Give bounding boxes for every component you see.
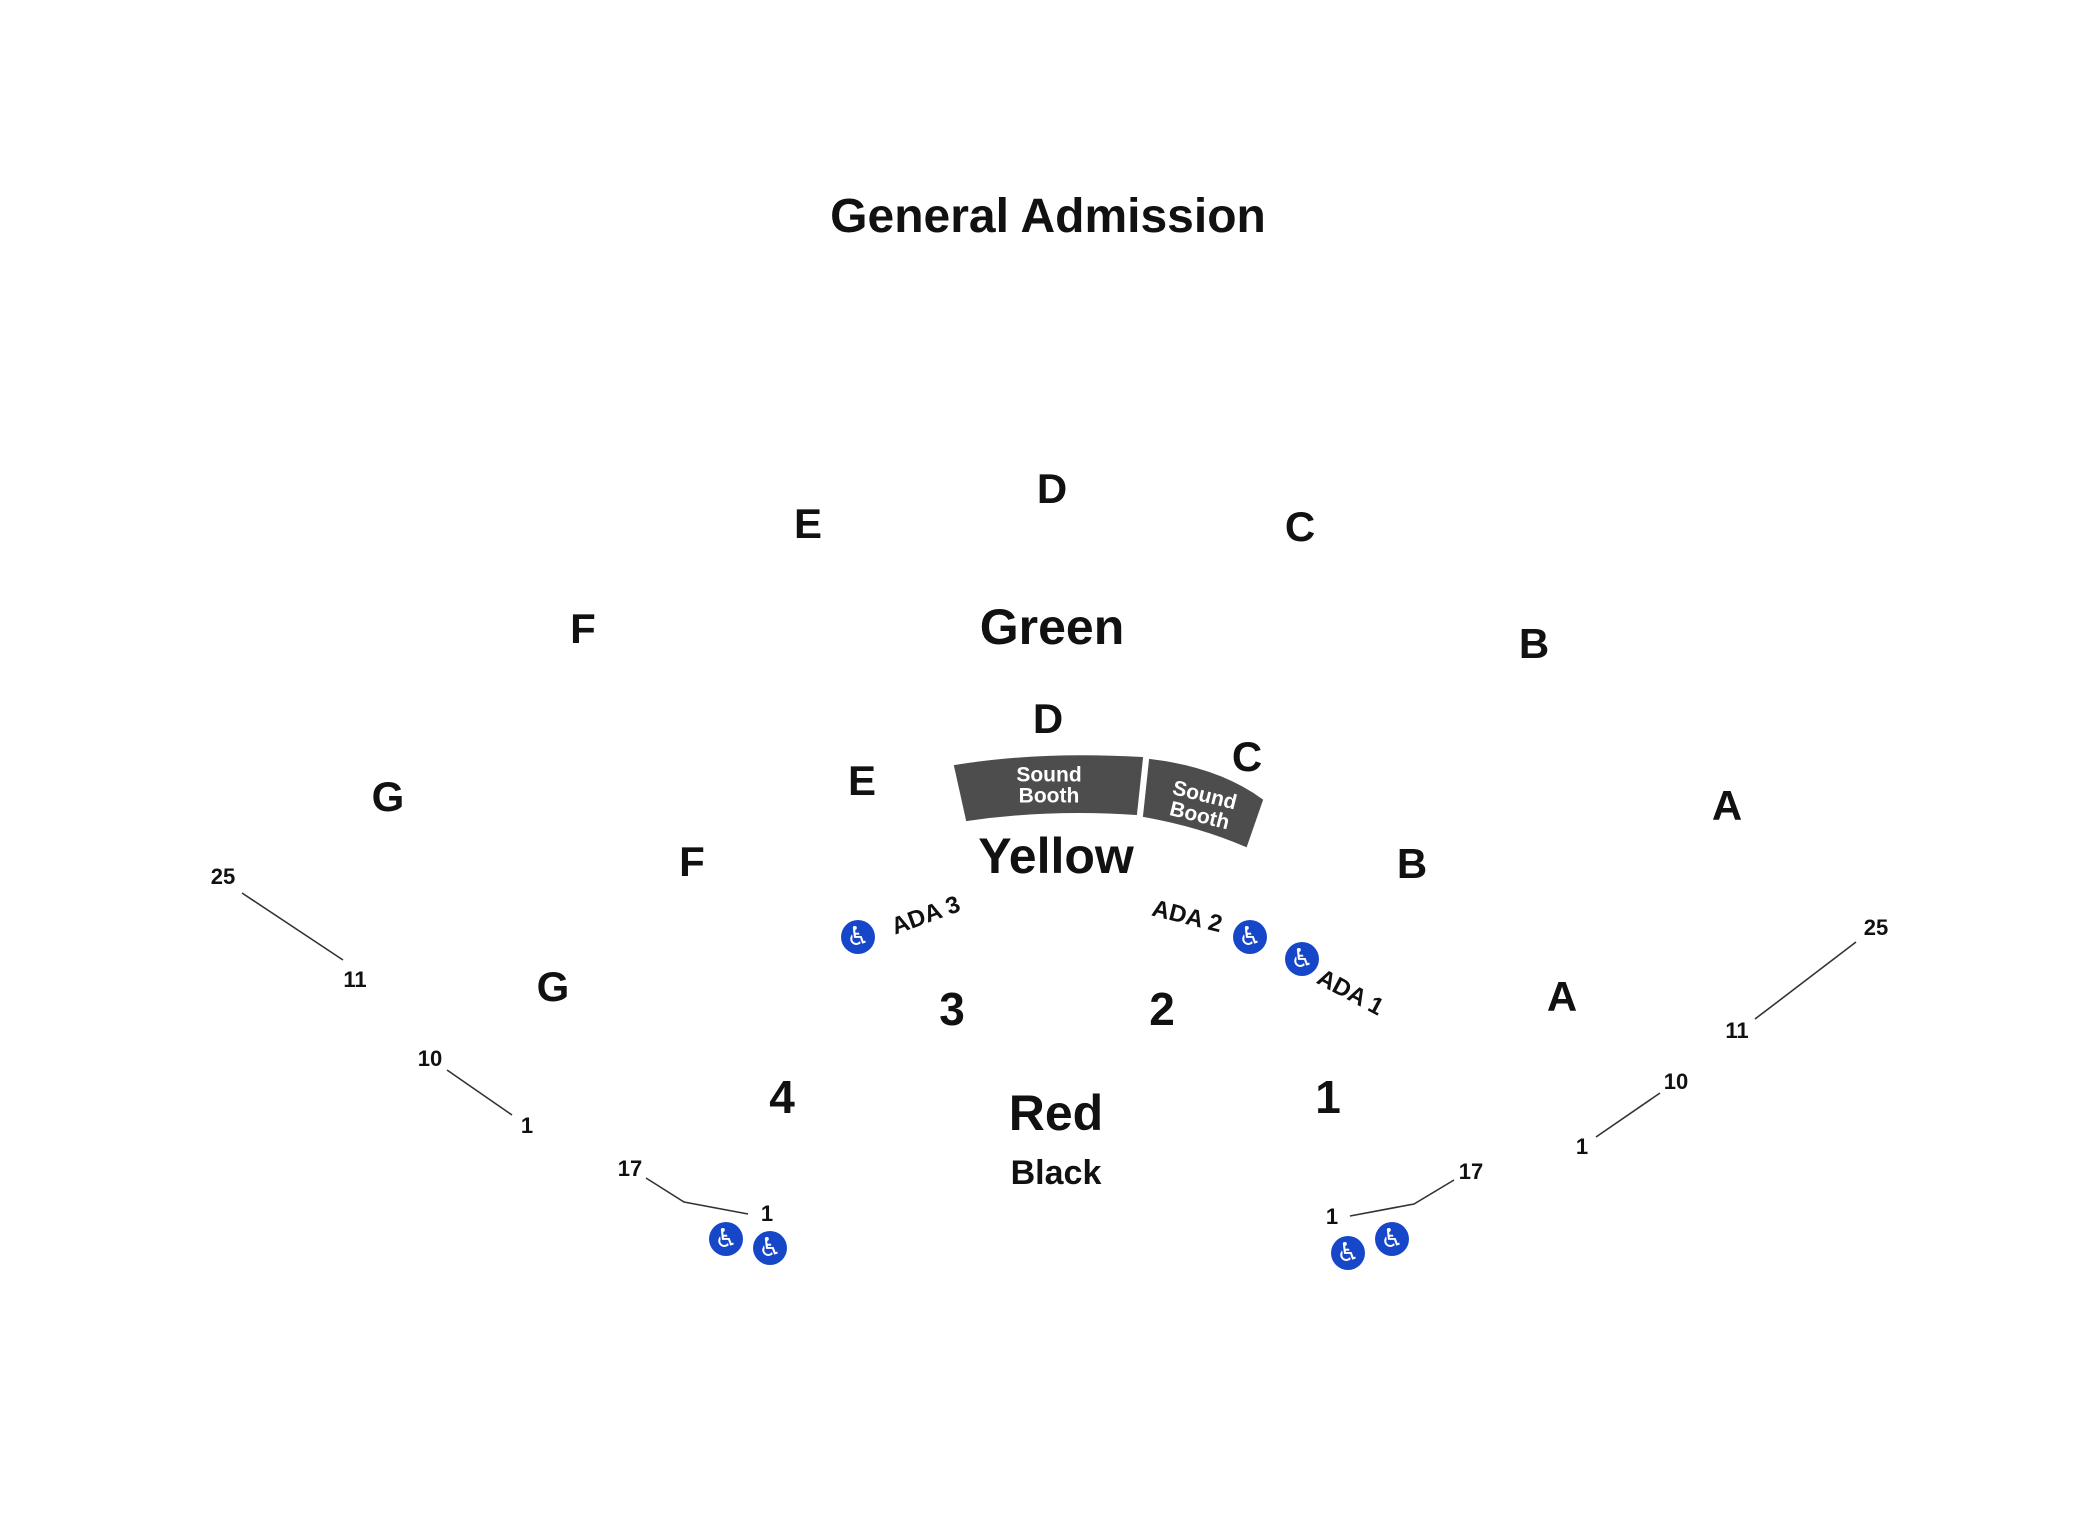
row-marker-left-17: 17 [617, 1156, 643, 1181]
section-green-e[interactable]: E [793, 500, 823, 547]
section-green-g[interactable]: G [371, 773, 405, 820]
section-yellow-a[interactable]: A [1546, 973, 1578, 1020]
row-marker-left-1b: 1 [760, 1201, 774, 1226]
row-marker-left-11: 11 [343, 967, 367, 992]
wheelchair-icon[interactable]: ♿ [1331, 1236, 1365, 1270]
section-red-2[interactable]: 2 [1149, 983, 1175, 1035]
row-line-right-middle [1595, 1092, 1661, 1138]
section-red-4[interactable]: 4 [769, 1071, 795, 1123]
wheelchair-icon[interactable]: ♿ [1375, 1222, 1409, 1256]
row-line-right-lower [1349, 1179, 1455, 1217]
section-red-1[interactable]: 1 [1315, 1071, 1341, 1123]
sound-booth-left-label: Sound Booth [1016, 763, 1082, 808]
row-line-right-upper [1754, 941, 1857, 1020]
sound-booth-right-shape[interactable] [1142, 758, 1264, 848]
row-marker-left-10: 10 [417, 1046, 443, 1071]
section-red-3[interactable]: 3 [939, 983, 965, 1035]
wheelchair-icon[interactable]: ♿ [841, 920, 875, 954]
row-marker-left-25: 25 [210, 864, 236, 889]
section-yellow-f[interactable]: F [679, 838, 705, 885]
row-marker-right-1b: 1 [1325, 1204, 1339, 1229]
row-marker-right-1: 1 [1575, 1134, 1589, 1159]
row-line-left-lower [645, 1177, 749, 1215]
section-green-c[interactable]: C [1284, 503, 1316, 550]
row-marker-right-17: 17 [1458, 1159, 1484, 1184]
section-green-a[interactable]: A [1711, 782, 1743, 829]
row-line-left-upper [241, 892, 344, 961]
wheelchair-icon[interactable]: ♿ [1233, 920, 1267, 954]
section-yellow-g[interactable]: G [536, 963, 570, 1010]
section-yellow-d[interactable]: D [1032, 695, 1064, 742]
general-admission-label[interactable]: General Admission [830, 190, 1266, 243]
row-marker-right-25: 25 [1863, 915, 1889, 940]
section-green-d[interactable]: D [1036, 465, 1068, 512]
section-yellow-c[interactable]: C [1231, 733, 1263, 780]
wheelchair-icon[interactable]: ♿ [753, 1231, 787, 1265]
zone-red-label[interactable]: Red [1008, 1085, 1104, 1141]
zone-black-label[interactable]: Black [1010, 1154, 1102, 1192]
section-yellow-b[interactable]: B [1396, 840, 1428, 887]
row-marker-right-10: 10 [1663, 1069, 1689, 1094]
wheelchair-icon[interactable]: ♿ [709, 1222, 743, 1256]
sound-booth-left-shape[interactable] [953, 755, 1144, 822]
row-marker-right-11: 11 [1725, 1018, 1749, 1043]
wheelchair-icon[interactable]: ♿ [1285, 942, 1319, 976]
section-yellow-e[interactable]: E [847, 757, 877, 804]
zone-yellow-label[interactable]: Yellow [978, 828, 1134, 884]
section-green-b[interactable]: B [1518, 620, 1550, 667]
row-line-left-middle [446, 1069, 513, 1116]
zone-green-label[interactable]: Green [979, 599, 1125, 655]
row-marker-left-1: 1 [520, 1113, 534, 1138]
section-green-f[interactable]: F [570, 605, 596, 652]
